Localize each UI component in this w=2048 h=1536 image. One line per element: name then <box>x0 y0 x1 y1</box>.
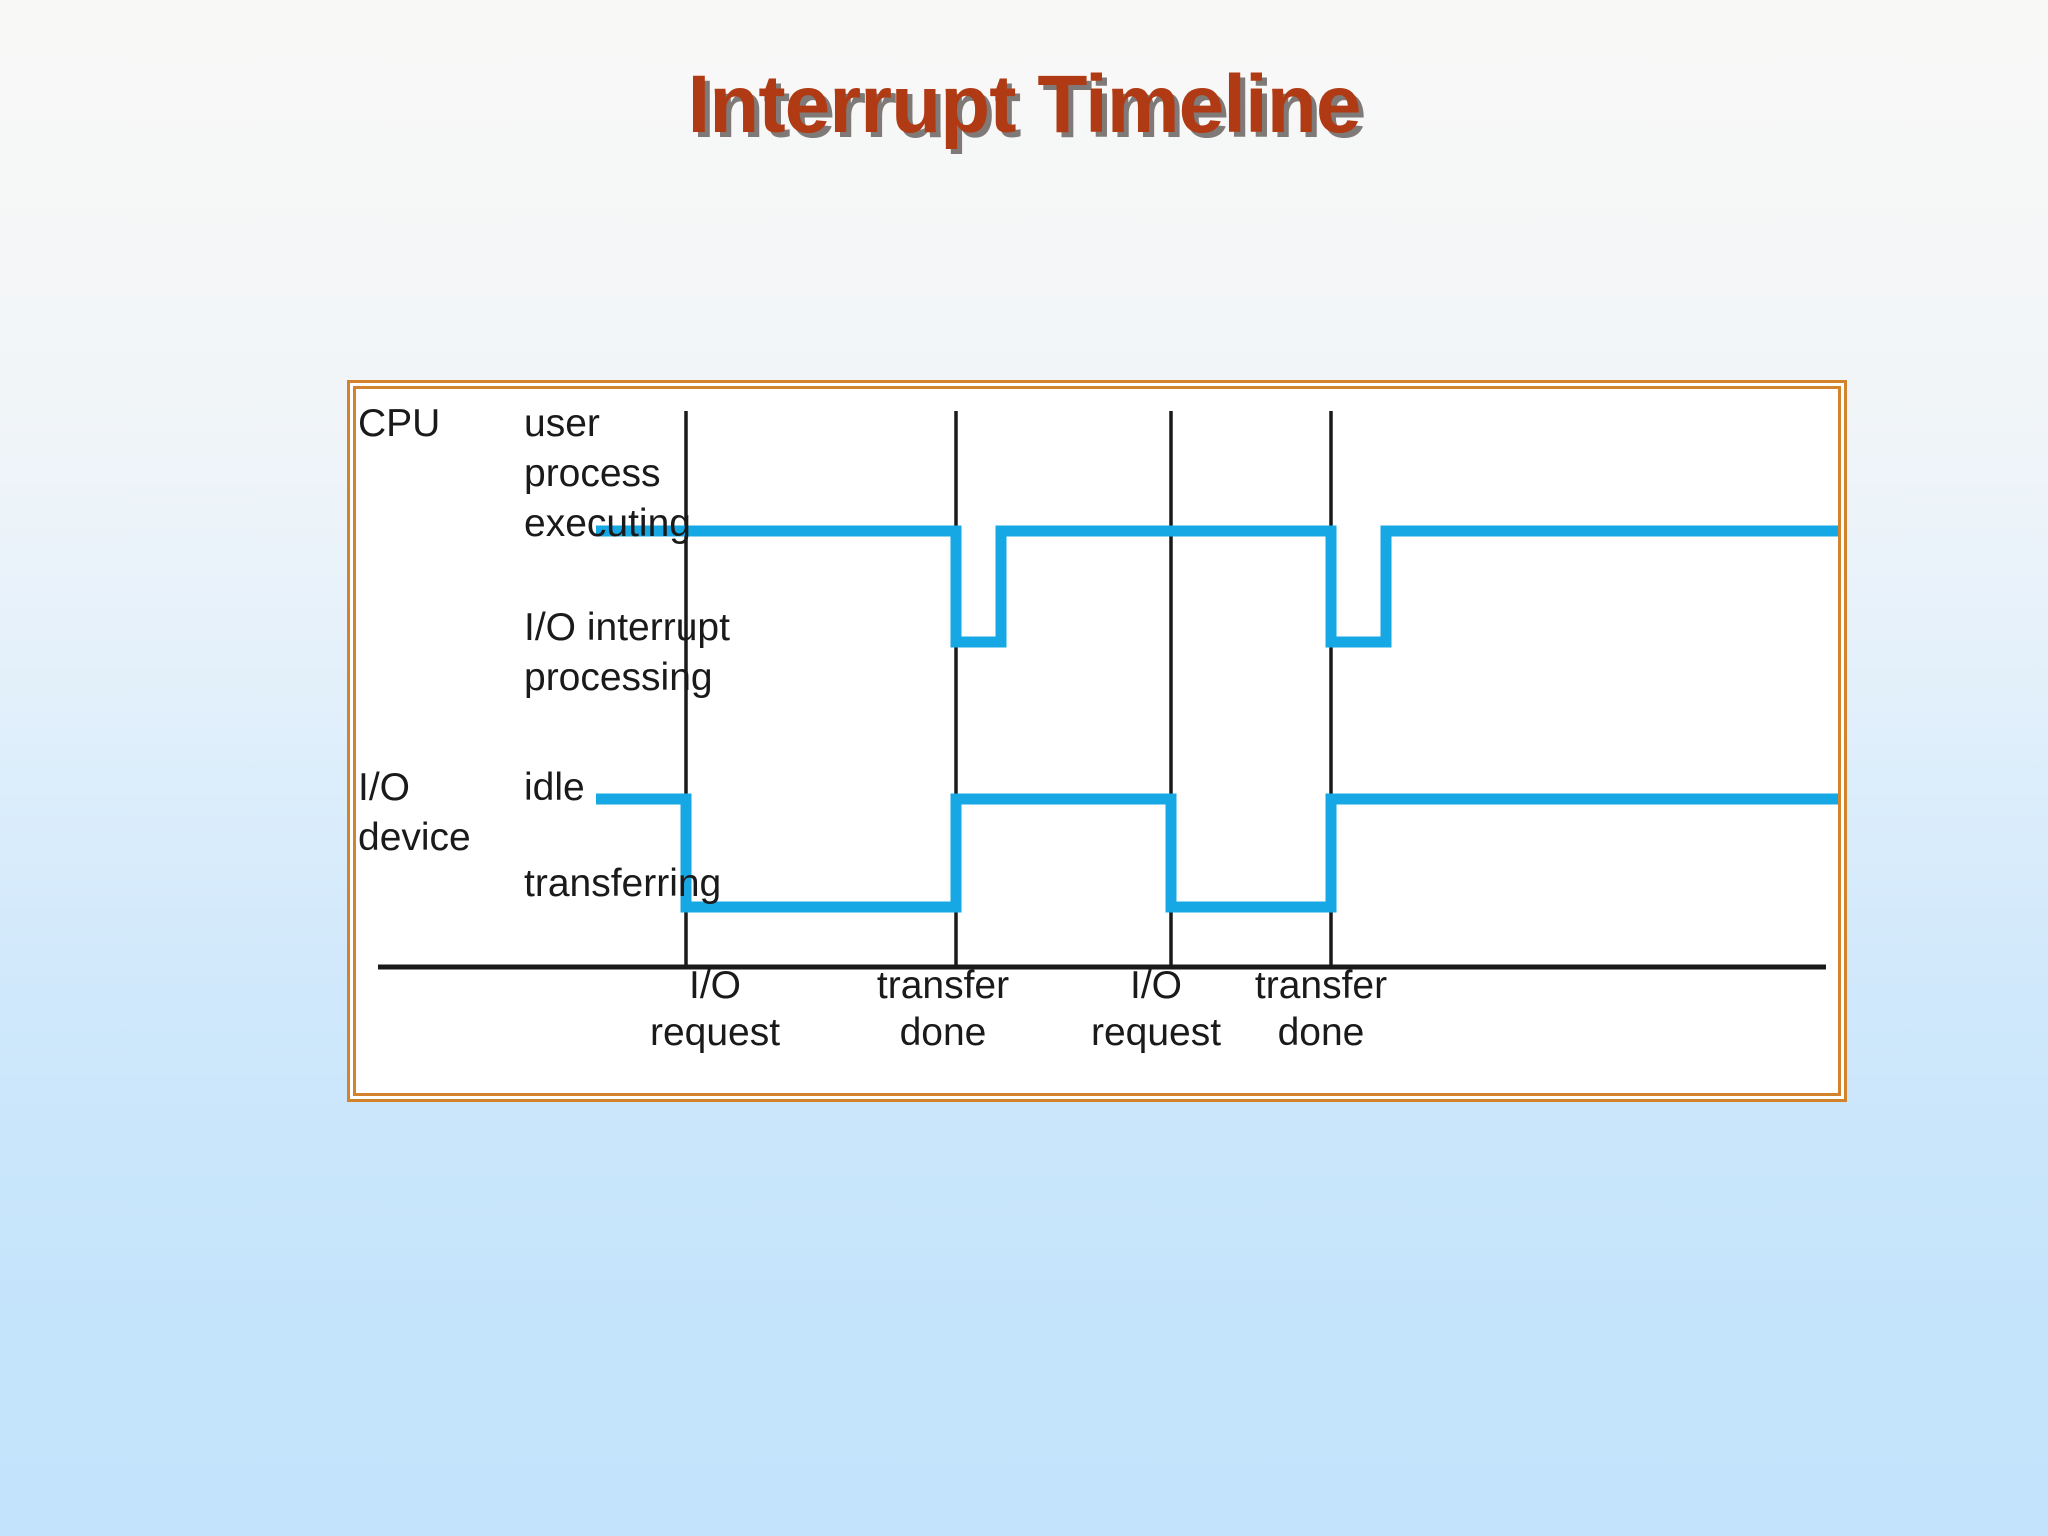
page-title: Interrupt Timeline <box>687 59 1361 150</box>
cpu-state-line <box>596 525 1838 648</box>
event-label-transfer-done-2: transfer done <box>1254 964 1388 1054</box>
state-label-transferring: transferring <box>524 862 722 905</box>
state-label-idle: idle <box>524 766 585 809</box>
state-label-io-interrupt-processing: I/O interrupt processing <box>524 606 730 699</box>
event-marker-lines <box>684 411 1333 967</box>
row-label-io-device: I/O device <box>358 766 471 859</box>
event-label-io-request-2: I/O request <box>1090 964 1222 1054</box>
state-label-user-process-executing: user process executing <box>524 402 691 545</box>
io-device-state-line <box>596 793 1838 913</box>
timeline-chart <box>378 411 1838 970</box>
row-label-cpu: CPU <box>358 402 441 445</box>
event-label-io-request-1: I/O request <box>649 964 781 1054</box>
interrupt-timeline-figure: CPU I/O device user process executing I/… <box>347 380 1847 1102</box>
event-label-transfer-done-1: transfer done <box>876 964 1010 1054</box>
figure-inner-border: CPU I/O device user process executing I/… <box>353 386 1841 1096</box>
